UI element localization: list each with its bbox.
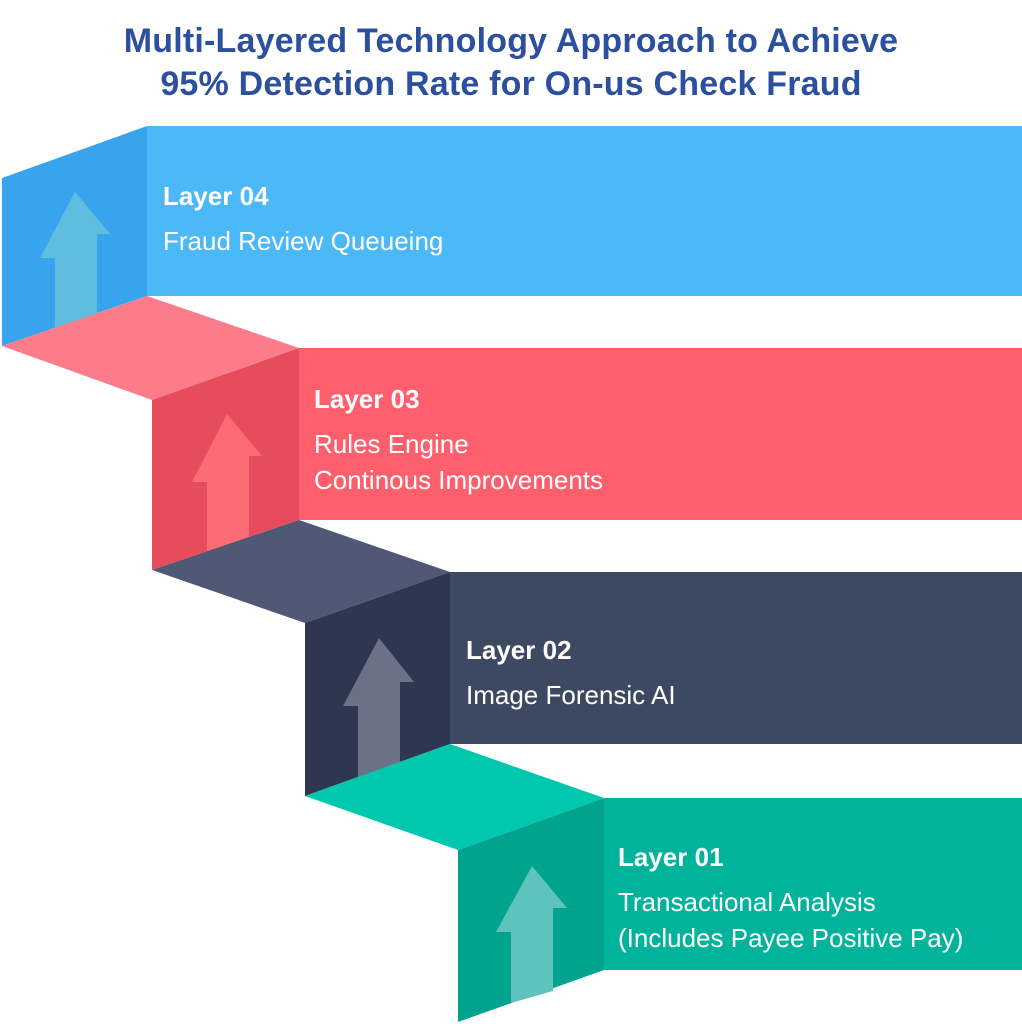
layer-02-heading: Layer 02 — [466, 635, 572, 665]
title-line-1: Multi-Layered Technology Approach to Ach… — [123, 22, 899, 60]
layer-03-label: Layer 03 Rules Engine Continous Improvem… — [314, 384, 603, 498]
layer-04-label: Layer 04 Fraud Review Queueing — [163, 181, 443, 259]
layer-01-label: Layer 01 Transactional Analysis (Include… — [618, 842, 963, 956]
layer-02-label: Layer 02 Image Forensic AI — [466, 635, 676, 713]
page-title: Multi-Layered Technology Approach to Ach… — [0, 20, 1022, 106]
layer-04-front-panel — [147, 126, 1022, 296]
layer-02-top-face — [152, 520, 450, 623]
layer-02-description: Image Forensic AI — [466, 680, 676, 710]
layer-03-description-line-2: Continous Improvements — [314, 465, 604, 495]
layer-02-step — [152, 520, 1022, 796]
layer-04-arrow-icon — [40, 192, 110, 328]
layer-01-front-panel — [604, 798, 1022, 970]
layer-03-front-panel — [299, 348, 1022, 520]
layer-01-arrow-icon — [496, 866, 567, 1003]
layer-03-heading: Layer 03 — [314, 384, 420, 414]
layer-01-heading: Layer 01 — [618, 842, 724, 872]
layer-01-description-line-2: (Includes Payee Positive Pay) — [618, 923, 964, 953]
layer-03-top-face — [2, 296, 299, 400]
title-line-2: 95% Detection Rate for On-us Check Fraud — [160, 65, 862, 103]
layer-02-front-panel — [450, 572, 1022, 744]
layer-01-description-line-1: Transactional Analysis — [618, 887, 876, 917]
layer-04-description: Fraud Review Queueing — [163, 226, 444, 256]
layer-03-step — [2, 296, 1022, 570]
layer-01-top-face — [305, 744, 604, 850]
layer-01-step — [305, 744, 1022, 1022]
layer-02-arrow-icon — [343, 638, 414, 777]
layer-03-arrow-icon — [192, 414, 262, 552]
layer-03-description-line-1: Rules Engine — [314, 429, 469, 459]
layer-04-heading: Layer 04 — [163, 181, 269, 211]
layer-04-step — [2, 126, 1022, 346]
